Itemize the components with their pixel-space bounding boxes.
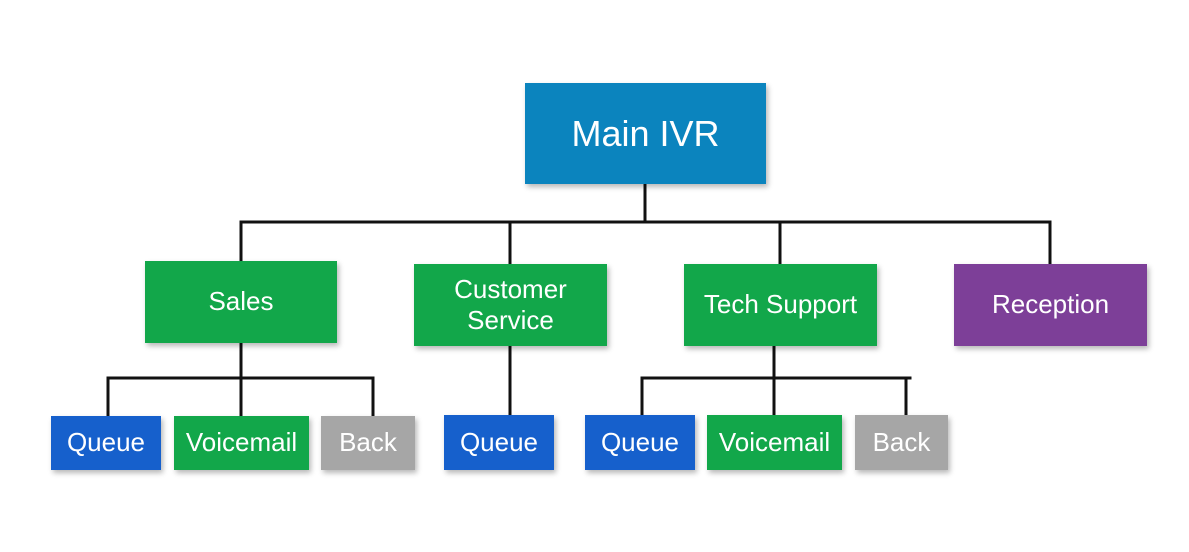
reception-label: Reception xyxy=(991,289,1110,320)
tech-support-label: Tech Support xyxy=(703,289,858,320)
customer-service-queue-label: Queue xyxy=(459,426,539,457)
tech-support-back-label: Back xyxy=(872,426,931,457)
customer-service-queue-node: Queue xyxy=(444,415,554,470)
sales-node: Sales xyxy=(145,261,337,343)
sales-back-node: Back xyxy=(321,416,415,470)
sales-voicemail-node: Voicemail xyxy=(174,416,309,470)
customer-service-label: Customer Service xyxy=(454,273,567,335)
sales-queue-node: Queue xyxy=(51,416,161,470)
tech-support-voicemail-node: Voicemail xyxy=(707,415,842,470)
tech-support-voicemail-label: Voicemail xyxy=(718,426,831,457)
tech-support-node: Tech Support xyxy=(684,264,877,346)
sales-queue-label: Queue xyxy=(66,427,146,458)
tech-support-queue-label: Queue xyxy=(600,426,680,457)
tech-support-back-node: Back xyxy=(855,415,948,470)
main-ivr-node: Main IVR xyxy=(525,83,766,184)
sales-back-label: Back xyxy=(339,427,397,458)
main-ivr-label: Main IVR xyxy=(571,112,720,154)
sales-label: Sales xyxy=(208,286,274,317)
sales-voicemail-label: Voicemail xyxy=(185,427,298,458)
customer-service-node: Customer Service xyxy=(414,264,607,346)
tech-support-queue-node: Queue xyxy=(585,415,695,470)
reception-node: Reception xyxy=(954,264,1147,346)
